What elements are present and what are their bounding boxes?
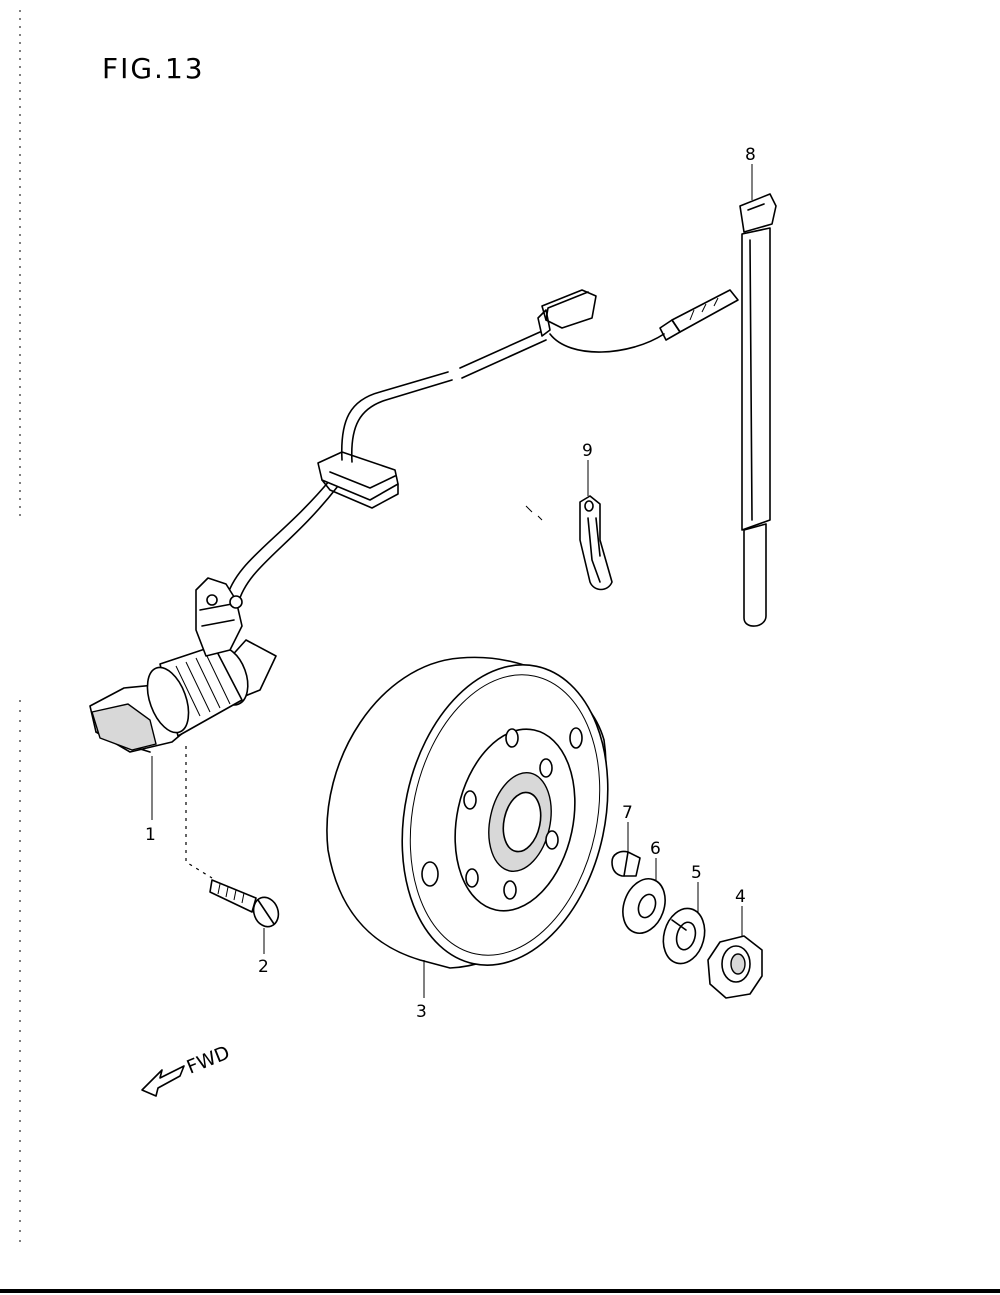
forward-label: FWD bbox=[184, 1042, 233, 1079]
callout-3: 3 bbox=[416, 1002, 427, 1022]
ignition-coil bbox=[89, 577, 277, 753]
wire-grommet bbox=[317, 451, 399, 509]
callout-7: 7 bbox=[622, 803, 633, 823]
callout-2: 2 bbox=[258, 957, 269, 977]
callout-6: 6 bbox=[650, 839, 661, 859]
figure-title: FIG.13 bbox=[102, 52, 205, 85]
callout-9: 9 bbox=[582, 441, 593, 461]
wire-harness bbox=[225, 289, 739, 605]
callout-5: 5 bbox=[691, 863, 702, 883]
mounting-screw bbox=[209, 879, 280, 928]
wire-lower bbox=[225, 479, 331, 601]
flywheel-rotor bbox=[326, 656, 609, 969]
callout-1: 1 bbox=[145, 825, 156, 845]
callout-8: 8 bbox=[745, 145, 756, 165]
cable-clamp bbox=[739, 193, 777, 627]
spring-washer bbox=[662, 907, 706, 965]
wire-clip bbox=[579, 495, 613, 591]
wire-terminal bbox=[659, 289, 739, 341]
callout-4: 4 bbox=[735, 887, 746, 907]
coil-screw-guide bbox=[185, 746, 213, 879]
stray-marks bbox=[525, 505, 543, 521]
arrow-left-icon bbox=[141, 1065, 185, 1097]
wire-connector bbox=[537, 289, 597, 337]
hex-nut bbox=[707, 935, 763, 999]
woodruff-key bbox=[611, 850, 641, 877]
flat-washer bbox=[622, 878, 666, 934]
forward-arrow: FWD bbox=[141, 1042, 233, 1097]
